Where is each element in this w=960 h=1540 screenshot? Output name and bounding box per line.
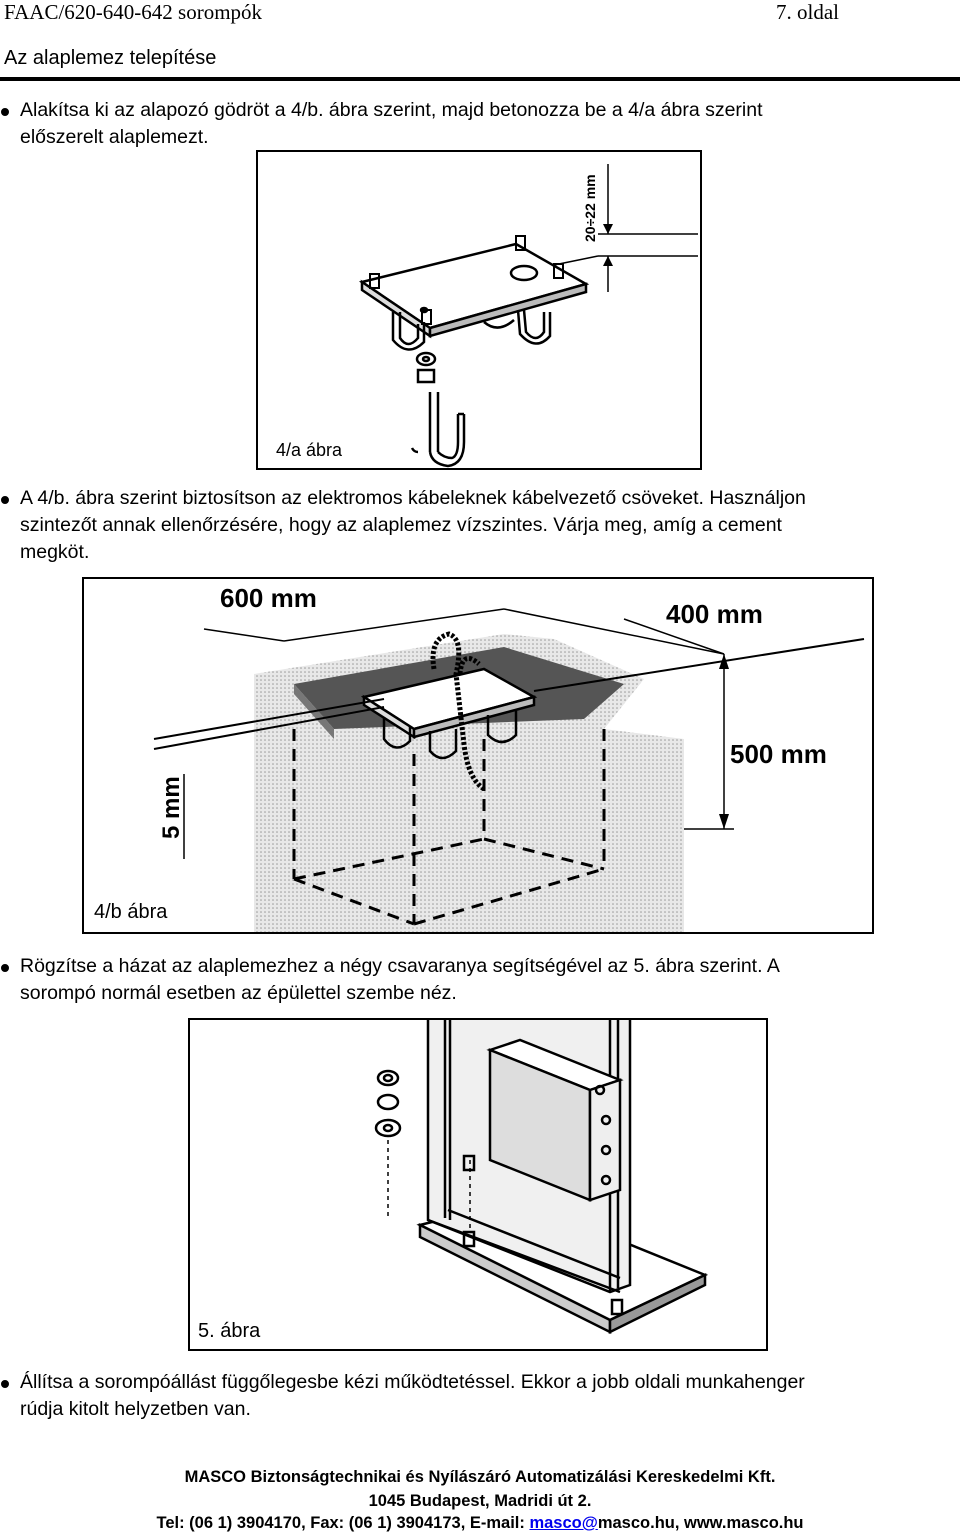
dimension-small-label: 5 mm (158, 776, 185, 839)
footer-contact-prefix: Tel: (06 1) 3904170, Fax: (06 1) 3904173… (156, 1514, 530, 1532)
document-title: FAAC/620-640-642 sorompók (4, 0, 263, 24)
step-4-line-1: Állítsa a sorompóállást függőlegesbe kéz… (20, 1371, 805, 1393)
bullet-icon (1, 1380, 9, 1388)
footer-address: 1045 Budapest, Madridi út 2. (368, 1492, 592, 1510)
step-4-line-2: rúdja kitolt helyzetben van. (20, 1398, 251, 1420)
housing-mounting-drawing (374, 1020, 709, 1335)
figure-4b: 600 mm 400 mm 500 mm 5 mm 4/b ábra (82, 577, 874, 934)
step-2-line-1: A 4/b. ábra szerint biztosítson az elekt… (20, 487, 806, 509)
bullet-icon (1, 496, 9, 504)
step-4: Állítsa a sorompóállást függőlegesbe kéz… (1, 1369, 955, 1423)
figure-5-caption: 5. ábra (198, 1320, 261, 1342)
email-link[interactable]: masco@ (529, 1514, 598, 1532)
figure-4a-dimension: 20÷22 mm (582, 174, 598, 242)
bullet-icon (1, 108, 9, 116)
footer-company: MASCO Biztonságtechnikai és Nyílászáró A… (184, 1468, 776, 1486)
header-rule (0, 77, 960, 81)
step-3-line-2: sorompó normál esetben az épülettel szem… (20, 982, 457, 1004)
foundation-pit-drawing (153, 608, 865, 932)
dimension-height-label: 500 mm (730, 739, 827, 769)
base-plate-drawing (358, 164, 698, 468)
step-1-line-1: Alakítsa ki az alapozó gödröt a 4/b. ábr… (20, 99, 763, 121)
figure-5: 5. ábra (188, 1018, 768, 1351)
step-2: A 4/b. ábra szerint biztosítson az elekt… (1, 485, 955, 566)
step-3: Rögzítse a házat az alaplemezhez a négy … (1, 953, 955, 1007)
dimension-width-label: 600 mm (220, 583, 317, 613)
section-title: Az alaplemez telepítése (4, 47, 217, 69)
step-1-line-2: előszerelt alaplemezt. (20, 126, 209, 148)
step-3-line-1: Rögzítse a házat az alaplemezhez a négy … (20, 955, 780, 977)
bullet-icon (1, 964, 9, 972)
figure-4b-caption: 4/b ábra (94, 901, 168, 923)
footer-contact: Tel: (06 1) 3904170, Fax: (06 1) 3904173… (0, 1514, 960, 1533)
figure-4a-caption: 4/a ábra (276, 440, 343, 460)
dimension-depth-label: 400 mm (666, 599, 763, 629)
step-2-line-3: megköt. (20, 541, 90, 563)
page-number: 7. oldal (776, 0, 839, 24)
step-1: Alakítsa ki az alapozó gödröt a 4/b. ábr… (1, 97, 955, 151)
figure-4a: 20÷22 mm 4/a ábra (256, 150, 702, 470)
footer-contact-suffix: masco.hu, www.masco.hu (597, 1514, 804, 1532)
step-2-line-2: szintezőt annak ellenőrzésére, hogy az a… (20, 514, 782, 536)
